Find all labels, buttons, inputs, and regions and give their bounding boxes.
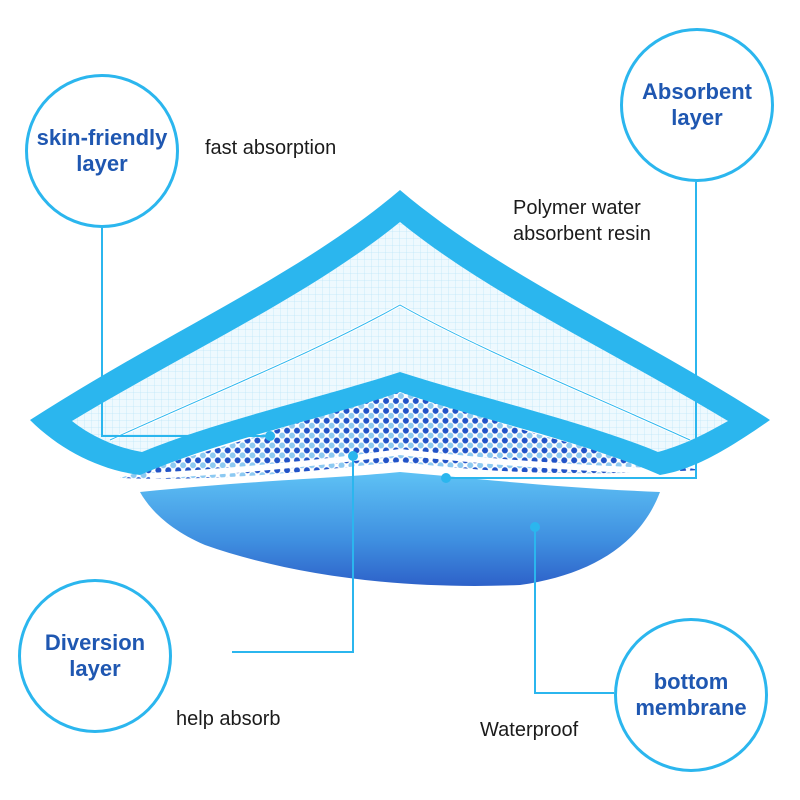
connector-dot-absorbent — [441, 473, 451, 483]
connector-dot-bottom — [530, 522, 540, 532]
bottom-membrane-bubble: bottom membrane — [614, 618, 768, 772]
bottom-membrane-label: bottom membrane — [635, 669, 747, 720]
connector-skin-friendly — [101, 228, 268, 437]
absorbent-layer-label: Absorbent layer — [642, 79, 752, 130]
connector-lines — [101, 182, 697, 694]
absorbent-sheet-outline — [109, 304, 691, 441]
diversion-dotted-layer — [120, 375, 700, 479]
absorbent-layer-bubble: Absorbent layer — [620, 28, 774, 182]
skin-friendly-layer-label: skin-friendly layer — [36, 125, 168, 176]
diversion-layer-bubble: Diversion layer — [18, 579, 172, 733]
connector-dot-skin-friendly — [265, 431, 275, 441]
diversion-layer-label: Diversion layer — [44, 630, 146, 681]
help-absorb-note: help absorb — [176, 708, 281, 730]
diversion-layer-highlight — [149, 448, 681, 479]
skin-friendly-layer-bubble: skin-friendly layer — [25, 74, 179, 228]
fast-absorption-note: fast absorption — [205, 137, 337, 159]
top-sheet-mesh — [72, 222, 728, 452]
polymer-resin-note: Polymer water absorbent resin — [513, 197, 651, 245]
bottom-membrane-layer — [140, 472, 660, 586]
connector-bottom — [534, 527, 614, 694]
waterproof-note: Waterproof — [480, 719, 579, 741]
connector-dots — [265, 431, 540, 532]
connector-diversion — [232, 458, 354, 653]
connector-absorbent — [447, 182, 697, 479]
connector-dot-diversion — [348, 451, 358, 461]
